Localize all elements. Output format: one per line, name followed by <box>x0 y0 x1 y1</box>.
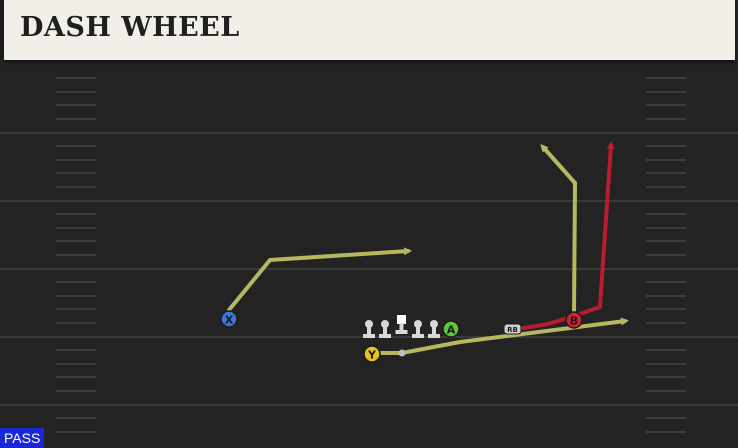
player-y[interactable]: Y <box>363 345 381 363</box>
player-b[interactable]: B <box>565 311 583 329</box>
center-icon <box>395 315 408 334</box>
player-x[interactable]: X <box>220 310 238 328</box>
player-x-label: X <box>225 314 234 327</box>
player-y-icon <box>363 345 381 363</box>
player-a-label: A <box>447 324 456 337</box>
lineman-icon <box>428 320 440 338</box>
player-a-icon <box>442 320 460 338</box>
quarterback-marker <box>398 349 406 357</box>
lineman-icon <box>412 320 424 338</box>
offensive-line <box>363 315 440 338</box>
player-a[interactable]: A <box>442 320 460 338</box>
play-title: DASH WHEEL <box>20 12 240 43</box>
lineman-icon <box>363 320 375 338</box>
player-b-label: B <box>570 315 578 328</box>
yard-lines <box>0 132 738 406</box>
player-rb-label: RB <box>507 326 518 334</box>
play-title-bar: DASH WHEEL <box>0 0 735 60</box>
player-x-icon <box>220 310 238 328</box>
player-y-label: Y <box>367 349 377 362</box>
player-rb-icon <box>503 323 522 335</box>
player-rb[interactable]: RB <box>503 323 522 335</box>
a-route[interactable] <box>540 144 577 315</box>
x-route[interactable] <box>227 247 412 312</box>
y-route[interactable] <box>378 317 629 355</box>
play-type-badge: PASS <box>0 428 45 448</box>
player-b-icon <box>565 311 583 329</box>
lineman-icon <box>379 320 391 338</box>
hash-marks <box>56 77 686 433</box>
